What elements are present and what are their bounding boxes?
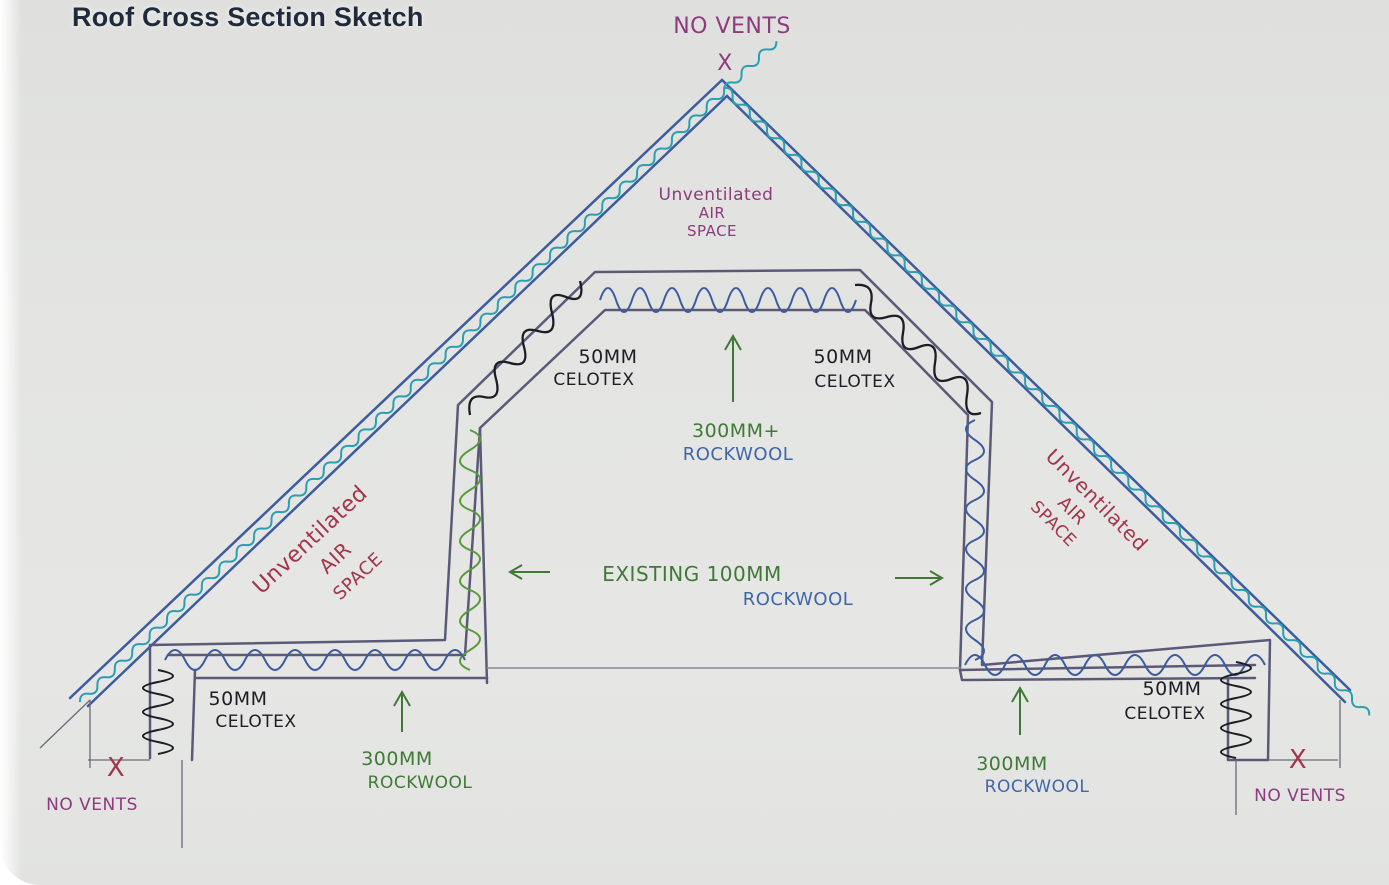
left-floor-rockwool-wave: [164, 649, 466, 671]
left-eave-x-mark: X: [107, 753, 125, 783]
right-eave-x-mark: X: [1289, 745, 1307, 775]
existing-rockwool-line-2: ROCKWOOL: [743, 589, 854, 610]
celotex-slope-right: [854, 283, 982, 416]
left-eave-celotex-wave: [142, 669, 174, 755]
celotex-lower-left-label: 50MM CELOTEX: [209, 688, 297, 732]
floor-right-rockwool-label: 300MM ROCKWOOL: [976, 685, 1090, 797]
page-title: Roof Cross Section Sketch: [72, 2, 424, 32]
floor-left-arrow-icon: [393, 689, 411, 732]
floor-right-rockwool-line-1: 300MM: [976, 753, 1048, 775]
ceiling-rockwool-label: 300MM+ ROCKWOOL: [683, 333, 794, 465]
right-eave-celotex-wave: [1220, 661, 1252, 759]
right-floor-rockwool-wave: [964, 654, 1266, 676]
celotex-lower-left-line-2: CELOTEX: [215, 712, 296, 732]
existing-rockwool-line-1: EXISTING 100MM: [602, 562, 782, 586]
room-outline: [148, 268, 1272, 762]
celotex-upper-right-label: 50MM CELOTEX: [814, 346, 896, 392]
ridge-no-vents-label: NO VENTS: [673, 14, 791, 39]
base-lines: [39, 699, 1341, 848]
celotex-upper-left-line-1: 50MM: [579, 346, 638, 368]
right-air-space-label: Unventilated AIR SPACE: [1026, 444, 1153, 556]
left-wall-rockwool-wave: [459, 429, 481, 671]
floor-left-rockwool-label: 300MM ROCKWOOL: [361, 689, 473, 793]
celotex-upper-right-line-1: 50MM: [814, 346, 873, 368]
celotex-lower-right-label: 50MM CELOTEX: [1124, 678, 1205, 724]
top-air-space-line-2: AIR: [699, 204, 726, 222]
ceiling-arrow-icon: [724, 333, 742, 402]
right-wall-rockwool-wave: [965, 419, 985, 661]
ridge-x-mark: X: [717, 51, 733, 76]
right-eave-no-vents-label: NO VENTS: [1254, 786, 1346, 806]
left-eave-no-vents-label: NO VENTS: [46, 795, 138, 815]
celotex-lower-right-line-2: CELOTEX: [1124, 704, 1205, 724]
ceiling-rockwool-wave: [599, 287, 857, 313]
ceiling-rockwool-line-1: 300MM+: [692, 420, 780, 442]
paper-edge: [0, 0, 22, 885]
floor-left-rockwool-line-2: ROCKWOOL: [368, 773, 473, 793]
left-arrow-icon: [508, 564, 550, 580]
celotex-upper-right-line-2: CELOTEX: [814, 372, 895, 392]
right-rafter-insulation: [723, 86, 1371, 716]
floor-right-arrow-icon: [1011, 685, 1029, 735]
celotex-lower-left-line-1: 50MM: [209, 688, 268, 710]
existing-rockwool-label: EXISTING 100MM ROCKWOOL: [508, 562, 944, 610]
top-air-space-label: Unventilated AIR SPACE: [659, 185, 774, 240]
right-arrow-icon: [895, 570, 944, 586]
floor-right-rockwool-line-2: ROCKWOOL: [985, 777, 1090, 797]
celotex-upper-left-label: 50MM CELOTEX: [553, 346, 637, 390]
floor-left-rockwool-line-1: 300MM: [361, 748, 433, 770]
celotex-upper-left-line-2: CELOTEX: [553, 370, 634, 390]
left-rafter-insulation: [78, 41, 778, 703]
ceiling-rockwool-line-2: ROCKWOOL: [683, 444, 794, 465]
celotex-lower-right-line-1: 50MM: [1143, 678, 1202, 700]
top-air-space-line-3: SPACE: [687, 222, 737, 240]
celotex-slope-left: [468, 280, 583, 416]
top-air-space-line-1: Unventilated: [659, 185, 774, 205]
roof-outline: [68, 78, 1352, 708]
